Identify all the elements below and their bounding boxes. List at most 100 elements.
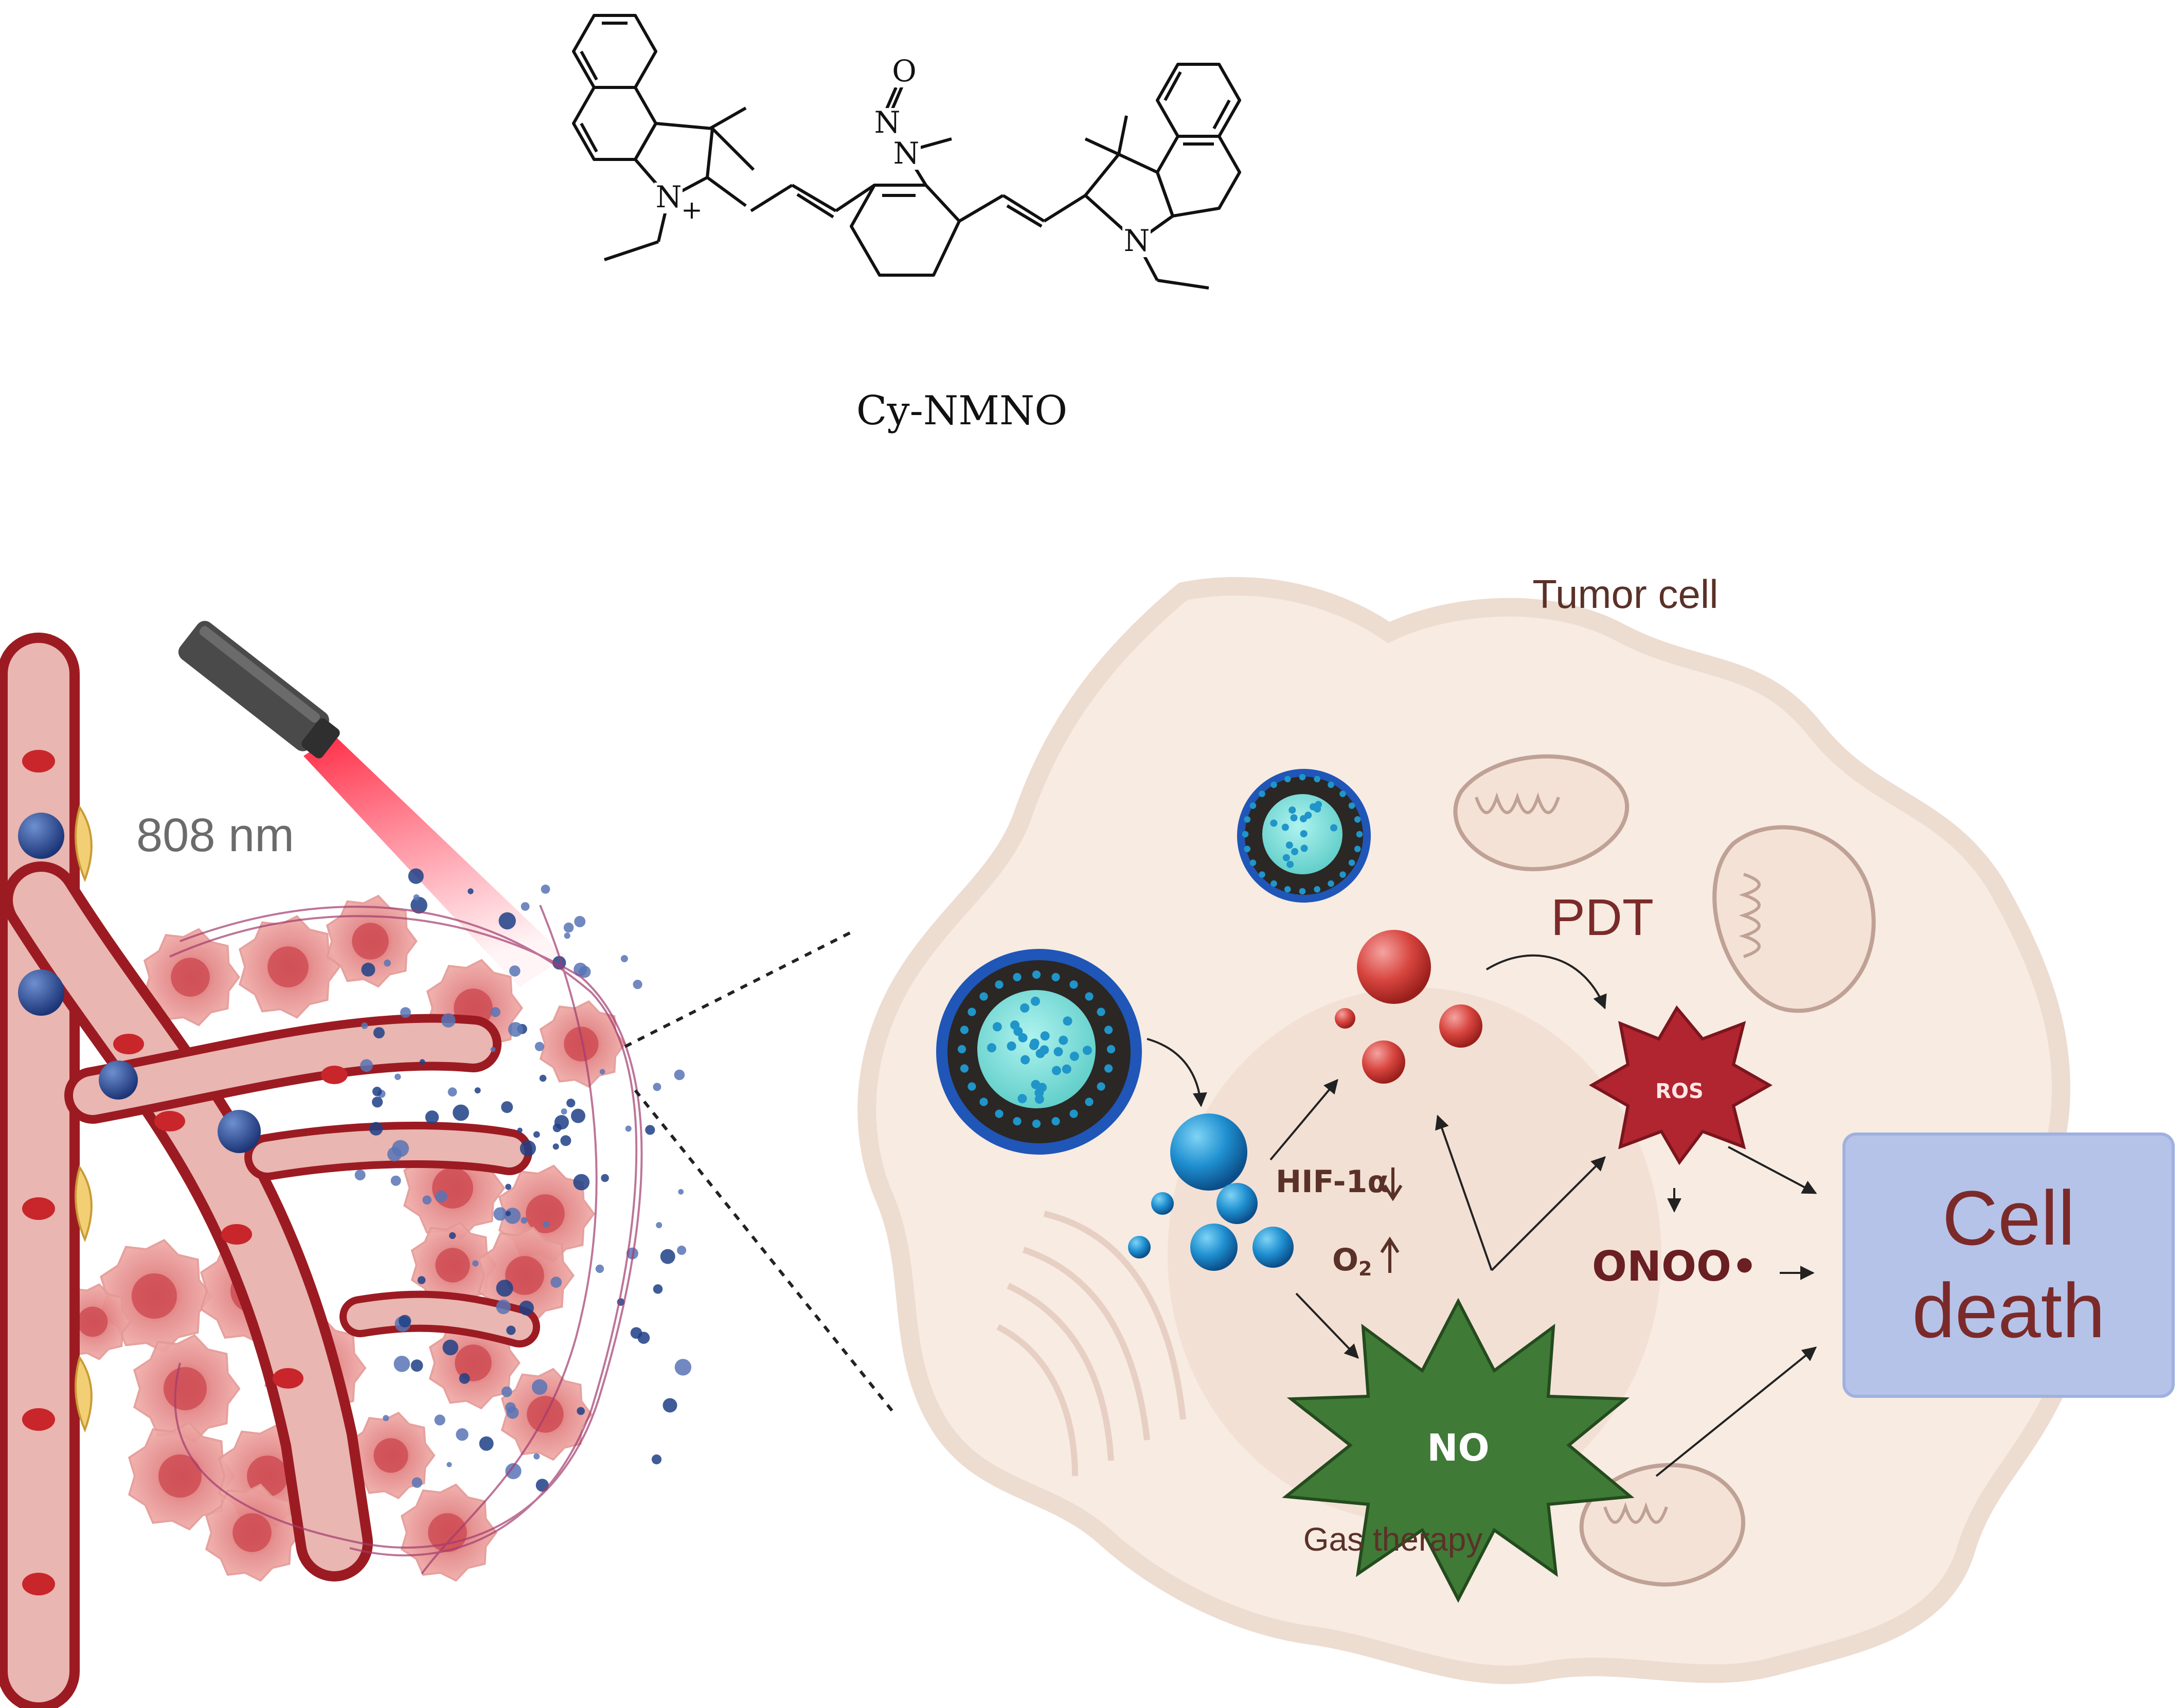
particle-dot [651, 1454, 662, 1465]
particle-dot [625, 1125, 632, 1132]
cargo-dot [1314, 805, 1321, 813]
shell-dot [979, 992, 988, 1001]
tumor-cell-nucleus [77, 1306, 108, 1337]
shell-dot [1339, 871, 1346, 878]
vessel-nanoparticles [18, 813, 261, 1153]
particle-dot [393, 1356, 410, 1372]
shell-dot [995, 980, 1004, 989]
particle-dot [577, 1407, 585, 1415]
shell-dot [1270, 781, 1277, 788]
particle-dot [496, 1299, 511, 1315]
particle-dot [422, 1195, 432, 1204]
shell-dot [1249, 859, 1257, 866]
cargo-dot [1069, 1051, 1079, 1061]
particle-dot [459, 1373, 470, 1384]
particle-dot [442, 1339, 458, 1356]
pathway-arrows [1147, 954, 1817, 1477]
particle-dot [493, 1207, 507, 1221]
particle-dot [521, 1217, 528, 1224]
shell-dot [1354, 846, 1361, 852]
cargo-dot [1020, 1003, 1030, 1013]
shell-dot [1314, 776, 1320, 783]
tumor-cell-nucleus [267, 946, 309, 987]
particle-dot [419, 1059, 425, 1065]
right-panel-labels: Tumor cell PDT HIF-1α O2 ONOO• Gas thera… [1276, 571, 2105, 1558]
atom-left-charge: + [681, 195, 703, 225]
particle-dot [413, 894, 420, 901]
particle-dot [560, 1135, 571, 1146]
tumor-cell-nucleus [232, 1513, 272, 1552]
particle-dot [411, 1477, 423, 1488]
singlet-oxygen-spheres [1335, 930, 1482, 1084]
ros-burst [1588, 1005, 1773, 1165]
particle-dot [504, 1208, 521, 1224]
particle-dot [571, 1108, 585, 1123]
cargo-dot [1053, 1047, 1063, 1056]
left-panel-tumor-tissue: 808 nm [0, 621, 692, 1708]
cargo-dot [1021, 1055, 1030, 1065]
particle-dot [446, 1462, 452, 1467]
particle-dot [620, 955, 628, 962]
o2-label: O2 [1332, 1242, 1372, 1280]
shell-dot [1299, 888, 1306, 895]
particle-dot [360, 1059, 373, 1072]
shell-dot [1013, 1117, 1022, 1126]
cargo-dot [1300, 830, 1308, 838]
particle-dot [637, 1332, 650, 1344]
tumor-cell-nucleus [373, 1438, 408, 1473]
cargo-dot [1286, 860, 1294, 868]
gas-therapy-label: Gas therapy [1303, 1521, 1483, 1558]
shell-dot [1085, 1098, 1094, 1106]
particle-dot [372, 1096, 383, 1108]
released-nanoparticles [354, 868, 692, 1492]
particle-dot [395, 1073, 401, 1080]
tumor-cell-9 [128, 1422, 236, 1531]
particle-dot [505, 1183, 511, 1190]
shell-dot [1259, 790, 1265, 797]
atom-nitroso-n: N [874, 105, 901, 140]
left-naphthalene-ring-a [572, 14, 657, 89]
atom-left-n: N [656, 179, 682, 214]
shell-dot [1069, 980, 1078, 989]
tumor-cell-nucleus [455, 1344, 492, 1381]
particle-dot [561, 1108, 567, 1115]
tumor-cell-13 [410, 1221, 497, 1309]
cargo-dot [1059, 1035, 1068, 1045]
shell-dot [979, 1098, 988, 1106]
tumor-cell-nucleus [564, 1027, 599, 1062]
tumor-cell: ROS NO [857, 577, 2175, 1684]
particle-dot [474, 1087, 481, 1094]
particle-dot [674, 1359, 692, 1376]
left-naphthalene-ring-b [572, 86, 657, 161]
shell-dot [960, 1064, 969, 1073]
particle-dot [599, 1069, 605, 1075]
cargo-dot [992, 1022, 1002, 1032]
particle-dot [653, 1284, 663, 1294]
particle-dot [408, 868, 424, 884]
released-dye-spheres [1128, 1113, 1294, 1271]
particle-dot [505, 1402, 516, 1413]
shell-dot [960, 1026, 969, 1034]
particle-dot [506, 1325, 516, 1335]
tumor-cell-nucleus [435, 1248, 470, 1283]
particle-dot [498, 912, 516, 930]
particle-dot [533, 1131, 540, 1138]
particle-dot [663, 1398, 677, 1413]
particle-dot [505, 1211, 511, 1216]
particle-dot [574, 915, 586, 927]
particle-dot [601, 1174, 609, 1182]
cargo-dot [1018, 1033, 1028, 1042]
particle-dot [472, 1260, 479, 1267]
particle-dot [369, 1122, 383, 1136]
shell-dot [1104, 1064, 1113, 1073]
particle-dot [653, 1083, 661, 1091]
particle-dot [550, 1276, 562, 1288]
cargo-dot [1082, 1046, 1092, 1055]
molecule-name: Cy-NMNO [856, 388, 1067, 434]
particle-dot [543, 1221, 550, 1228]
cargo-dot [1030, 1038, 1040, 1048]
particle-dot [595, 1264, 604, 1273]
particle-dot [520, 1140, 536, 1157]
